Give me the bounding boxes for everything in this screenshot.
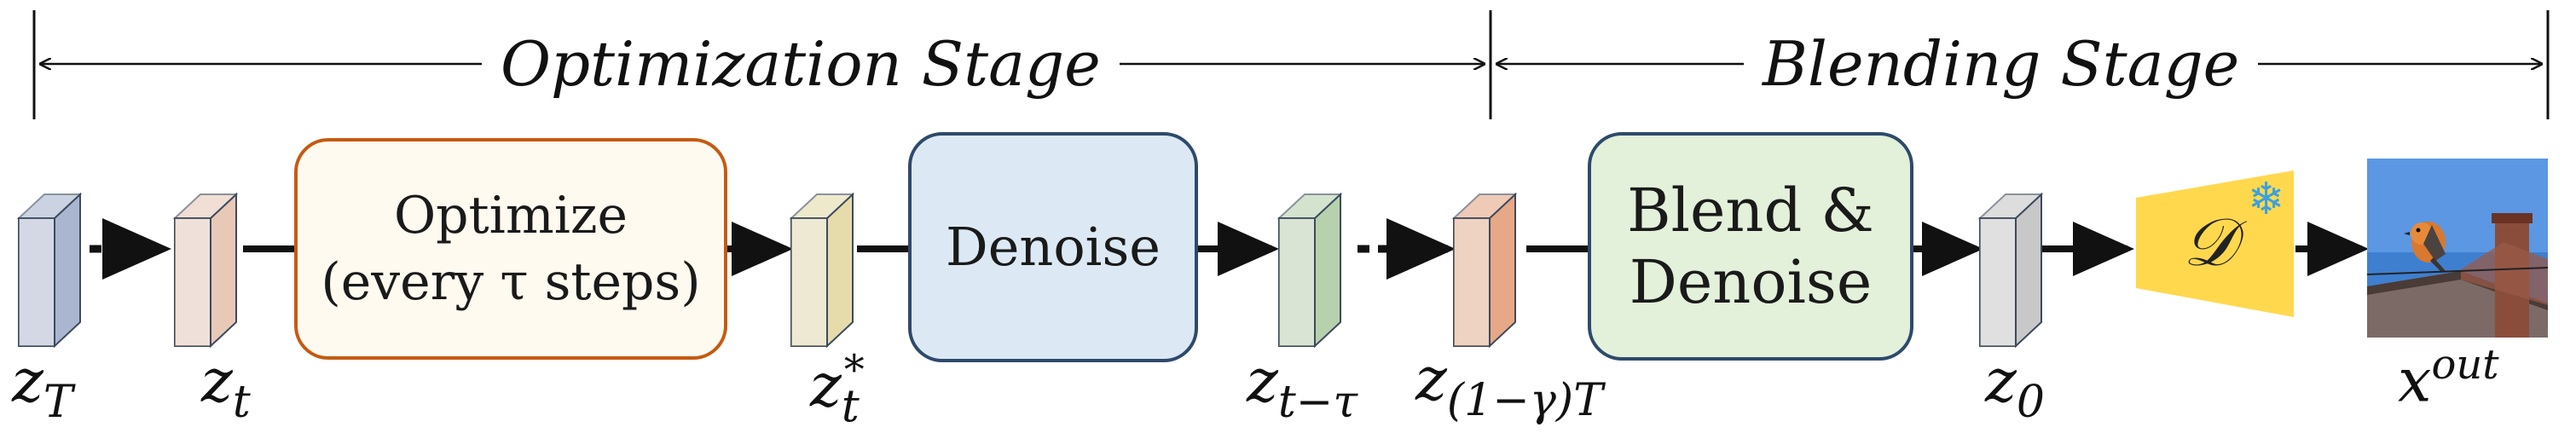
- label-z-t: zt: [201, 346, 251, 429]
- denoise-label-2: Denoise: [1629, 247, 1873, 317]
- latent-block-zT: [16, 192, 83, 349]
- latent-block-z0: [1977, 192, 2044, 349]
- decoder-trapezoid: [2136, 170, 2294, 317]
- optimize-label: Optimize: [393, 186, 628, 245]
- latent-block-zstar: [789, 192, 855, 349]
- latent-block-ztau: [1276, 192, 1343, 349]
- latent-block-zgamma: [1451, 192, 1518, 349]
- denoise-box: Denoise: [908, 132, 1198, 362]
- optimize-frequency-label: (every τ steps): [321, 252, 701, 312]
- label-z-T: zT: [12, 346, 73, 429]
- snowflake-icon: ❄: [2248, 174, 2285, 225]
- label-z-t-minus-tau: zt−τ: [1247, 346, 1358, 429]
- latent-block-zt: [172, 192, 239, 349]
- blending-stage-title: Blending Stage: [1744, 26, 2259, 102]
- denoise-label: Denoise: [946, 216, 1161, 278]
- optimization-stage-title: Optimization Stage: [482, 26, 1120, 102]
- blend-denoise-box: Blend & Denoise: [1588, 132, 1913, 361]
- label-z-one-minus-gamma-T: z(1−γ)T: [1415, 344, 1603, 427]
- label-z-0: z0: [1985, 346, 2045, 429]
- label-x-out: xout: [2398, 341, 2499, 416]
- blend-label: Blend &: [1627, 176, 1874, 245]
- decoder-symbol: 𝒟: [2183, 205, 2237, 281]
- optimize-box: Optimize (every τ steps): [294, 138, 727, 360]
- output-bird-photo: [2366, 159, 2549, 338]
- label-z-t-star: zt*: [810, 346, 865, 433]
